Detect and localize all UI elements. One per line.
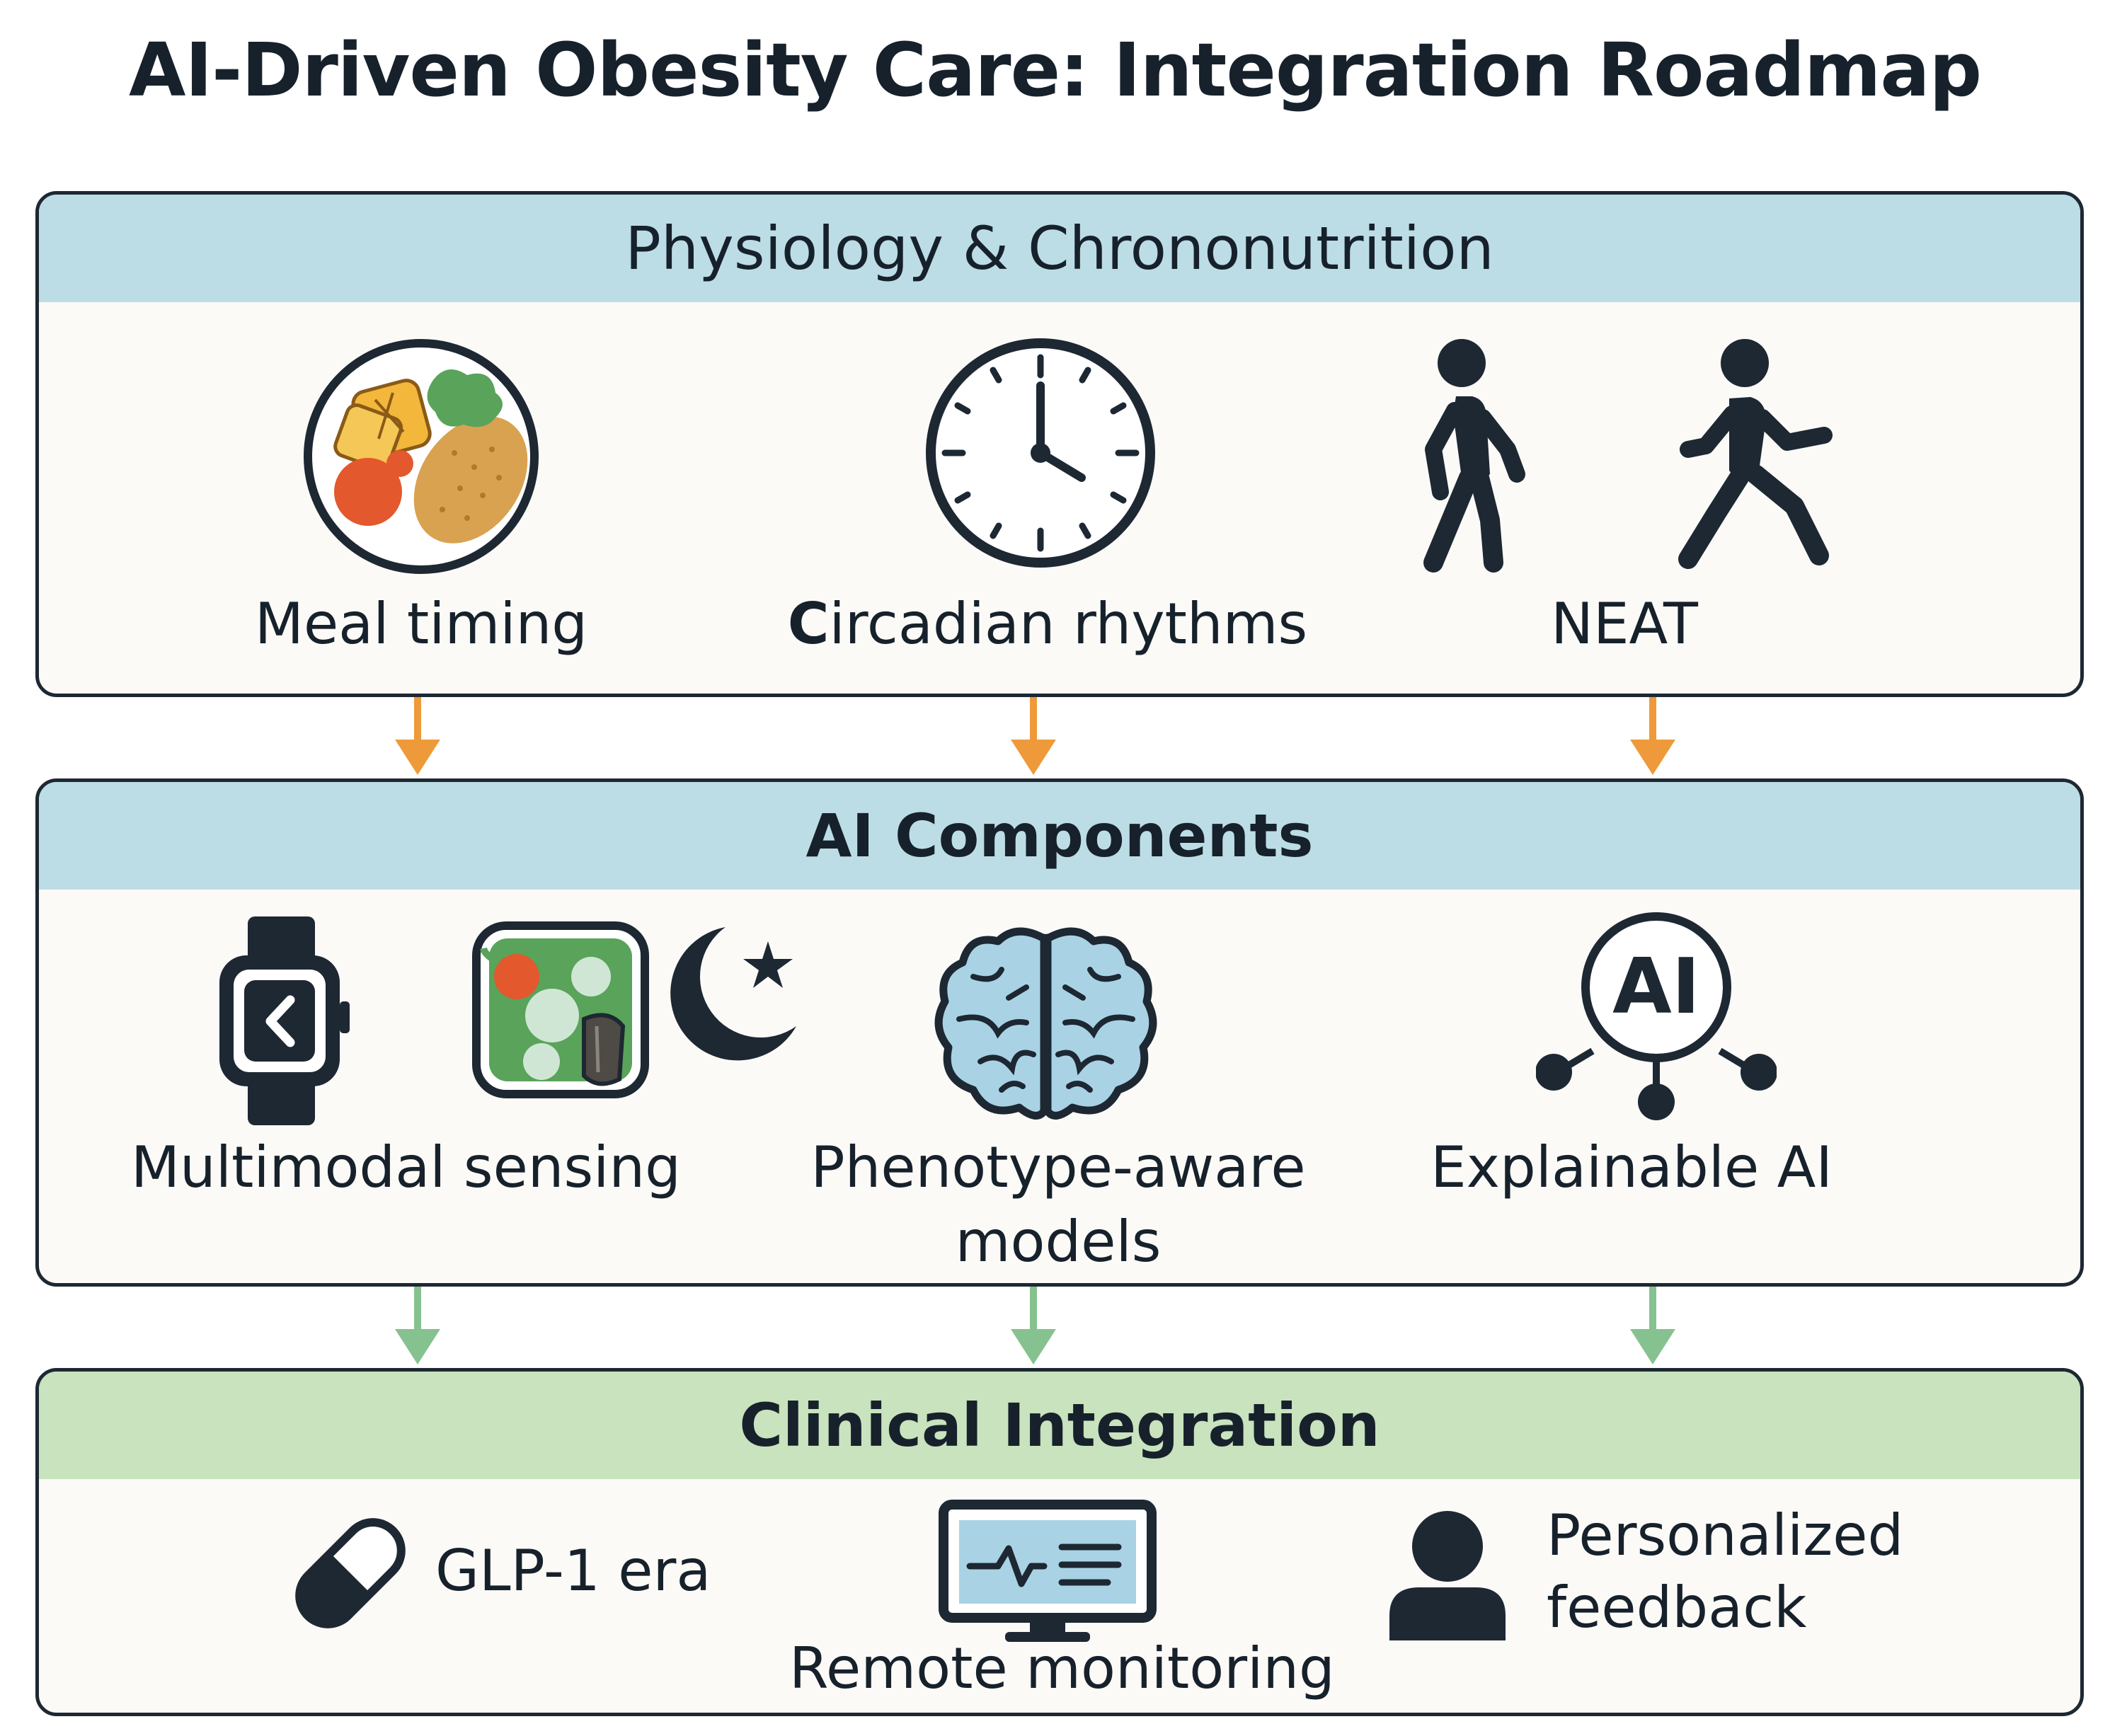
clinical-integration-panel: Clinical Integration GLP-1 era Remote mo… [35,1368,2084,1716]
remote-monitoring-label: Remote monitoring [789,1636,1335,1701]
diagram-title: AI-Driven Obesity Care: Integration Road… [128,27,1982,113]
pill-icon [295,1518,406,1628]
arrow-orange-left [395,697,440,775]
arrow-orange-center [1011,697,1056,775]
ai-icon-text: AI [1612,943,1700,1031]
physiology-panel: Physiology & Chrononutrition [35,191,2084,697]
smartwatch-icon [219,916,350,1125]
physiology-header: Physiology & Chrononutrition [39,195,2080,302]
circadian-rhythms-label: Circadian rhythms [747,587,1348,661]
moon-star-icon [670,927,796,1061]
feedback-label: feedback [1547,1575,1807,1640]
meal-timing-label: Meal timing [254,591,588,657]
clinical-integration-header: Clinical Integration [39,1372,2080,1479]
person-icon [1389,1511,1506,1640]
explainable-ai-label: Explainable AI [1430,1134,1833,1200]
brain-icon [934,927,1157,1120]
clinical-integration-header-label: Clinical Integration [739,1391,1380,1460]
clock-icon [926,338,1155,568]
circadian-first-letter: C [787,591,830,657]
glp1-era-label: GLP-1 era [435,1538,711,1604]
multimodal-sensing-label: Multimodal sensing [131,1134,681,1200]
circadian-rest: ircadian rhythms [829,591,1308,657]
physiology-header-label: Physiology & Chrononutrition [625,214,1494,283]
food-photo-icon [472,921,649,1098]
arrow-green-center [1011,1287,1056,1364]
phenotype-aware-label: Phenotype-aware [810,1134,1306,1200]
monitor-icon [939,1500,1157,1642]
food-plate-icon [304,339,539,574]
ai-network-icon: AI [1536,912,1777,1120]
neat-label: NEAT [1551,591,1698,657]
arrow-orange-right [1630,697,1675,775]
arrow-green-left [395,1287,440,1364]
walking-figures-icon [1423,339,1833,573]
ai-components-panel: AI Components [35,778,2084,1287]
ai-components-header: AI Components [39,782,2080,890]
ai-components-header-label: AI Components [805,801,1314,870]
models-label: models [955,1209,1162,1275]
personalized-label: Personalized [1547,1502,1904,1568]
arrow-green-right [1630,1287,1675,1364]
